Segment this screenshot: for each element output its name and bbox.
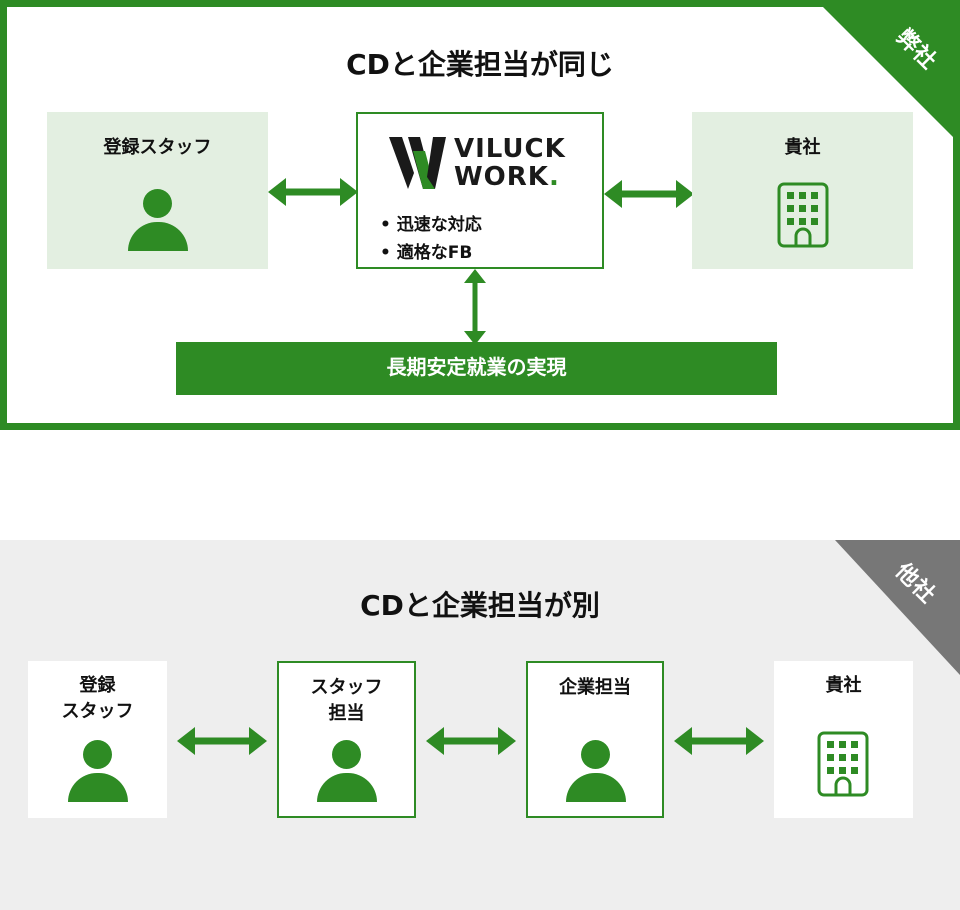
box-label: 登録 スタッフ — [61, 675, 134, 722]
staff-rep-box: スタッフ 担当 — [277, 661, 416, 818]
viluck-logo-icon — [389, 137, 446, 189]
panel-title: CDと企業担当が同じ — [346, 48, 614, 81]
same-cd-panel: 弊社 CDと企業担当が同じ 登録スタッフ VILUCK WORK. • 迅速な対… — [0, 0, 960, 430]
box-label: スタッフ 担当 — [310, 677, 383, 724]
box-label: 貴社 — [825, 675, 862, 696]
double-arrow-icon — [177, 727, 267, 755]
viluck-box: VILUCK WORK. • 迅速な対応 • 適格なFB — [356, 112, 604, 269]
corner-ribbon — [835, 540, 960, 675]
staff-label: 登録スタッフ — [103, 137, 212, 158]
logo-line-2: WORK. — [454, 162, 560, 192]
corporate-rep-box: 企業担当 — [526, 661, 664, 818]
client-box: 貴社 — [774, 661, 913, 818]
separate-cd-panel: 他社 CDと企業担当が別 登録 スタッフ スタッフ 担当 企業担当 貴社 — [0, 540, 960, 910]
double-arrow-icon — [604, 180, 694, 208]
bullet-item: • 迅速な対応 — [380, 215, 482, 235]
logo-text: VILUCK WORK. — [454, 135, 566, 191]
vertical-double-arrow-icon — [464, 269, 486, 345]
panel-title: CDと企業担当が別 — [360, 589, 600, 622]
person-icon — [566, 740, 626, 802]
building-icon — [817, 731, 869, 797]
box-label: 企業担当 — [559, 677, 631, 698]
double-arrow-icon — [268, 178, 358, 206]
bullet-item: • 適格なFB — [380, 243, 473, 263]
person-icon — [317, 740, 377, 802]
staff-box: 登録スタッフ — [47, 112, 268, 269]
logo-line-1: VILUCK — [454, 134, 566, 164]
result-bar: 長期安定就業の実現 — [176, 342, 777, 395]
person-icon — [128, 189, 188, 251]
double-arrow-icon — [426, 727, 516, 755]
double-arrow-icon — [674, 727, 764, 755]
building-icon — [777, 182, 829, 248]
client-label: 貴社 — [784, 137, 821, 158]
client-box: 貴社 — [692, 112, 913, 269]
staff-box: 登録 スタッフ — [28, 661, 167, 818]
person-icon — [68, 740, 128, 802]
